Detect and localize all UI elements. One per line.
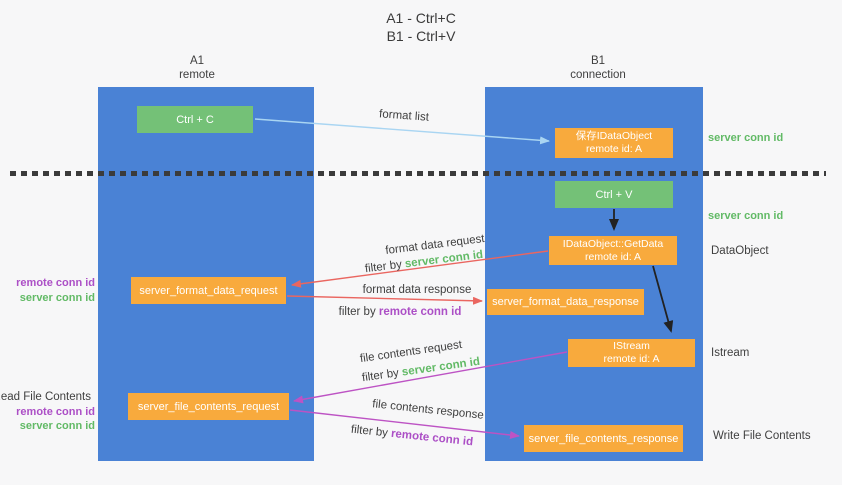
node-ctrl-v-label: Ctrl + V xyxy=(595,188,633,201)
filter-by-text: filter by xyxy=(350,423,389,440)
filter-by-server-conn-id-label-1: filter by server conn id xyxy=(364,249,483,275)
node-idataobject-getdata-line2: remote id: A xyxy=(584,250,642,263)
node-server-format-data-request-label: server_format_data_request xyxy=(139,284,278,297)
filter-by-text: filter by xyxy=(338,306,376,318)
lane-b1-subtitle: connection xyxy=(570,69,626,81)
filter-by-remote-conn-id-label-1: filter by remote conn id xyxy=(339,306,462,318)
filter-by-text: filter by xyxy=(361,367,400,385)
lane-b1-title: B1 xyxy=(590,55,606,67)
node-server-file-contents-request: server_file_contents_request xyxy=(128,393,289,420)
format-data-response-arrow xyxy=(286,295,483,305)
left-remote-conn-id-label-1: remote conn id xyxy=(16,277,95,289)
node-server-file-contents-response-label: server_file_contents_response xyxy=(528,432,679,445)
title-line-1: A1 - Ctrl+C xyxy=(386,10,456,26)
server-conn-id-text: server conn id xyxy=(401,355,481,379)
lane-header-a1: A1 remote xyxy=(117,54,277,82)
node-istream-line2: remote id: A xyxy=(603,353,660,365)
read-file-contents-label: Read File Contents xyxy=(0,391,91,403)
right-server-conn-id-label-2: server conn id xyxy=(708,210,784,222)
left-remote-conn-id-label-2: remote conn id xyxy=(16,406,95,418)
lane-a1-title: A1 xyxy=(189,55,205,67)
lane-header-b1: B1 connection xyxy=(518,54,678,82)
node-save-idataobject: 保存IDataObject remote id: A xyxy=(555,128,673,158)
node-save-idataobject-line2: remote id: A xyxy=(585,143,643,155)
right-server-conn-id-label-1: server conn id xyxy=(708,132,784,144)
dataobject-label: DataObject xyxy=(711,245,769,257)
node-server-format-data-request: server_format_data_request xyxy=(131,277,286,304)
node-server-file-contents-response: server_file_contents_response xyxy=(524,425,683,452)
dotted-divider-line xyxy=(10,171,826,176)
format-data-response-label: format data response xyxy=(362,284,472,296)
node-ctrl-v: Ctrl + V xyxy=(555,181,673,208)
node-istream: IStream remote id: A xyxy=(568,339,695,367)
title-line-2: B1 - Ctrl+V xyxy=(386,28,456,44)
filter-by-remote-conn-id-label-2: filter by remote conn id xyxy=(350,424,473,449)
node-ctrl-c-label: Ctrl + C xyxy=(176,113,214,126)
diagram-title: A1 - Ctrl+C B1 - Ctrl+V xyxy=(0,9,842,45)
remote-conn-id-text: remote conn id xyxy=(390,427,474,449)
node-idataobject-getdata-line1: IDataObject::GetData xyxy=(562,237,664,250)
istream-label: Istream xyxy=(711,347,750,359)
lane-a1-subtitle: remote xyxy=(179,69,215,81)
format-list-label: format list xyxy=(378,108,430,124)
node-ctrl-c: Ctrl + C xyxy=(137,106,253,133)
node-idataobject-getdata: IDataObject::GetData remote id: A xyxy=(549,236,677,265)
left-server-conn-id-label-2: server conn id xyxy=(19,420,95,432)
node-server-format-data-response: server_format_data_response xyxy=(487,289,644,315)
left-server-conn-id-label-1: server conn id xyxy=(19,292,95,304)
remote-conn-id-text: remote conn id xyxy=(378,306,462,318)
node-server-file-contents-request-label: server_file_contents_request xyxy=(137,400,280,413)
write-file-contents-label: Write File Contents xyxy=(713,430,811,442)
node-istream-line1: IStream xyxy=(613,340,650,352)
node-server-format-data-response-label: server_format_data_response xyxy=(492,296,639,308)
node-save-idataobject-line1: 保存IDataObject xyxy=(575,130,653,142)
file-contents-response-label: file contents response xyxy=(371,398,485,422)
filter-by-text: filter by xyxy=(364,258,403,276)
